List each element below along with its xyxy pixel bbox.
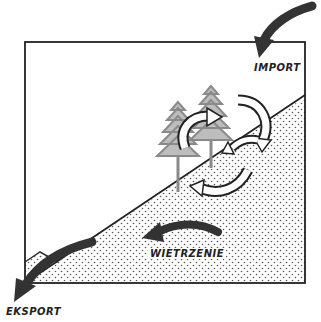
weathering-arrow — [142, 222, 218, 242]
cycle-arrows — [183, 100, 271, 196]
flow-label: IMPORT — [252, 62, 303, 73]
export-arrow — [14, 242, 92, 302]
import-arrow — [254, 6, 312, 58]
process-label: WIETRZENIE — [148, 248, 226, 259]
ecosystem-frame — [25, 42, 305, 283]
flow-label: EKSPORT — [4, 306, 63, 317]
slope-line — [25, 95, 305, 283]
tree-right — [190, 86, 232, 168]
